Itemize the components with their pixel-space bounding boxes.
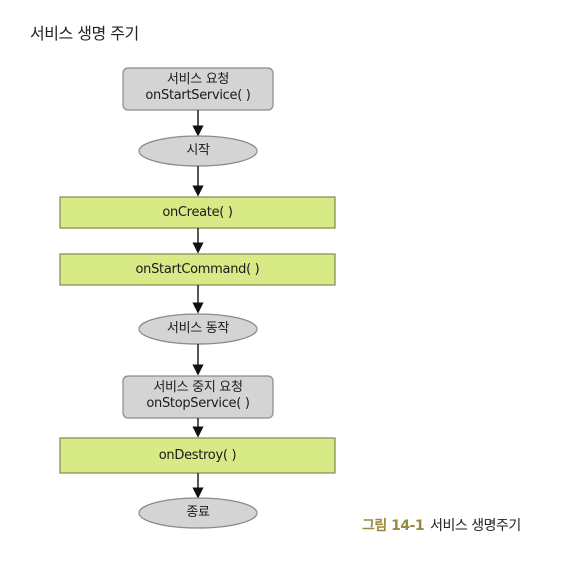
stop-request-line2: onStopService( ) xyxy=(146,396,250,411)
service-request-line2: onStartService( ) xyxy=(145,88,251,103)
on-destroy-box xyxy=(59,437,336,474)
stop-request-line1: 서비스 중지 요청 xyxy=(153,380,243,395)
page-title: 서비스 생명 주기 xyxy=(30,24,139,43)
on-create-label: onCreate( ) xyxy=(162,205,233,220)
figure-caption-text: 서비스 생명주기 xyxy=(430,518,521,534)
service-running-label: 서비스 동작 xyxy=(166,321,230,336)
on-destroy-label: onDestroy( ) xyxy=(158,448,237,463)
service-request-label: 서비스 요청 onStartService( ) xyxy=(123,72,273,104)
start-label: 시작 xyxy=(186,143,210,158)
service-request-line1: 서비스 요청 xyxy=(166,72,230,87)
figure-number: 그림 14-1 xyxy=(362,518,425,534)
on-start-command-box xyxy=(59,253,336,286)
on-start-command-label: onStartCommand( ) xyxy=(135,262,260,277)
figure-caption: 그림 14-1 서비스 생명주기 xyxy=(362,515,521,535)
stop-request-label: 서비스 중지 요청 onStopService( ) xyxy=(123,380,273,412)
end-label: 종료 xyxy=(186,505,210,520)
end-ellipse xyxy=(138,497,258,529)
